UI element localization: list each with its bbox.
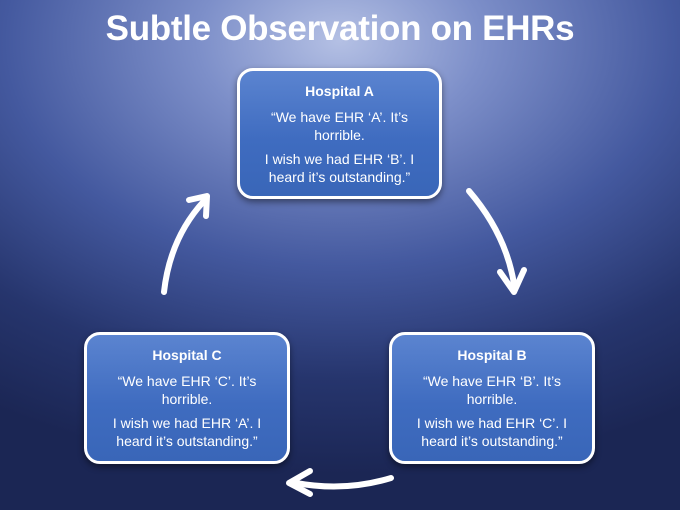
hospital-c-wish: I wish we had EHR ‘A’. I heard it’s outs…	[112, 415, 262, 449]
slide-title: Subtle Observation on EHRs	[105, 9, 575, 48]
hospital-c-title: Hospital C	[152, 347, 222, 363]
hospital-c-box: Hospital C “We have EHR ‘C’. It’s horrib…	[84, 332, 290, 464]
arrow-b-to-c-icon	[286, 468, 394, 497]
hospital-b-box: Hospital B “We have EHR ‘B’. It’s horrib…	[389, 332, 595, 464]
hospital-b-title: Hospital B	[457, 347, 527, 363]
hospital-b-complaint: “We have EHR ‘B’. It’s horrible.	[423, 373, 561, 407]
hospital-b-wish: I wish we had EHR ‘C’. I heard it’s outs…	[416, 415, 568, 449]
hospital-a-box: Hospital A “We have EHR ‘A’. It’s horrib…	[237, 68, 442, 199]
arrow-a-to-b-icon	[466, 188, 527, 295]
hospital-a-complaint: “We have EHR ‘A’. It’s horrible.	[271, 109, 408, 143]
hospital-c-complaint: “We have EHR ‘C’. It’s horrible.	[117, 373, 257, 407]
hospital-a-title: Hospital A	[305, 83, 374, 99]
arrow-c-to-a-icon	[161, 193, 210, 295]
hospital-a-wish: I wish we had EHR ‘B’. I heard it’s outs…	[264, 151, 415, 185]
